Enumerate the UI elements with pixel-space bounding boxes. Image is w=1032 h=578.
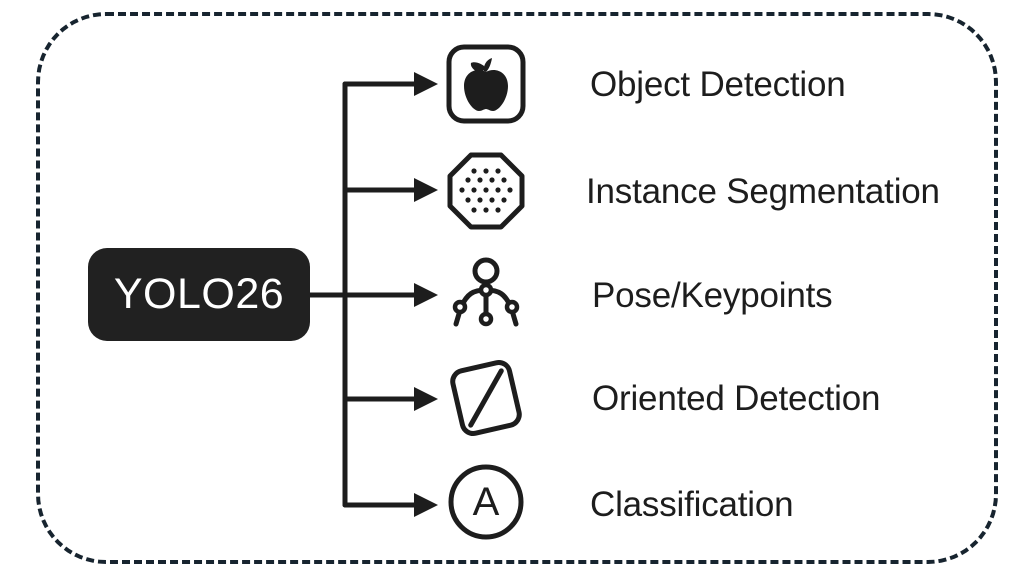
task-row-pose-keypoints[interactable]: Pose/Keypoints [443, 252, 833, 338]
task-label-classification: Classification [590, 484, 794, 524]
svg-text:A: A [473, 480, 500, 524]
task-row-classification[interactable]: A Classification [443, 461, 794, 547]
task-row-oriented-detection[interactable]: Oriented Detection [443, 355, 880, 441]
task-label-pose-keypoints: Pose/Keypoints [592, 275, 833, 315]
stick-figure-skeleton-icon [443, 252, 529, 338]
dotted-octagon-mask-icon [443, 148, 529, 234]
source-node-label: YOLO26 [113, 270, 285, 318]
source-node-yolo26[interactable]: YOLO26 [88, 248, 310, 341]
task-row-object-detection[interactable]: Object Detection [443, 41, 846, 127]
task-label-oriented-detection: Oriented Detection [592, 378, 881, 418]
task-label-object-detection: Object Detection [590, 64, 846, 104]
task-label-instance-segmentation: Instance Segmentation [586, 171, 940, 211]
dashed-container-border [36, 12, 998, 564]
apple-in-box-icon [443, 41, 529, 127]
letter-a-circle-icon: A [443, 461, 529, 547]
rotated-box-icon [443, 355, 529, 441]
task-row-instance-segmentation[interactable]: Instance Segmentation [443, 148, 940, 234]
